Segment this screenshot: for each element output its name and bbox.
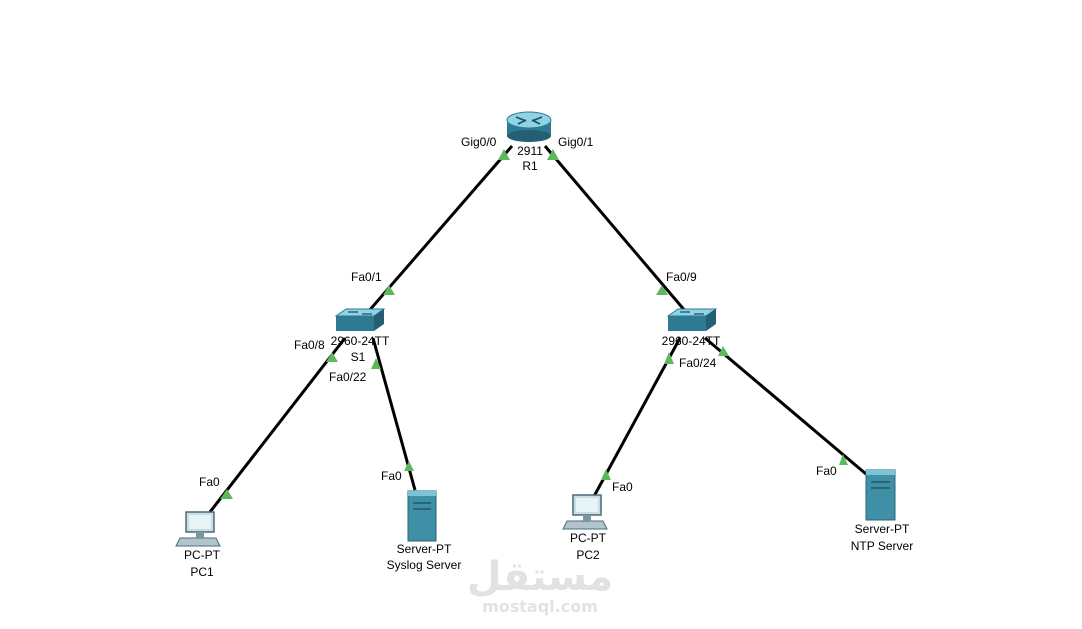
port-up-icon [718, 346, 729, 356]
link-s1-pc1[interactable] [208, 337, 347, 513]
router-r1[interactable]: 2911 R1 [506, 111, 552, 173]
switch-model: 2960-24TT [331, 334, 390, 348]
port-up-icon [404, 461, 414, 471]
pc-pc1[interactable]: PC-PT PC1 [175, 511, 221, 579]
watermark-brand: مستقل [467, 554, 613, 600]
server-icon [407, 490, 437, 542]
switch-icon [334, 308, 386, 331]
port-up-icon [547, 149, 559, 160]
router-model: 2911 [517, 144, 543, 158]
switch-model: 2960-24TT [662, 334, 721, 348]
link-r1-s2[interactable] [543, 145, 688, 313]
port-label-s1-fa0-22: Fa0/22 [329, 370, 367, 384]
router-icon [506, 111, 552, 142]
port-up-icon [656, 285, 668, 295]
pc-name: PC1 [190, 565, 214, 579]
port-label-s1-fa0-1: Fa0/1 [351, 270, 382, 284]
server-ntp[interactable]: Server-PT NTP Server [851, 469, 913, 553]
server-syslog[interactable]: Server-PT Syslog Server [387, 490, 462, 572]
server-name: NTP Server [851, 539, 913, 553]
port-label-s1-fa0-8: Fa0/8 [294, 338, 325, 352]
server-name: Syslog Server [387, 558, 462, 572]
port-up-icon [383, 285, 395, 295]
watermark: مستقل mostaql.com [467, 554, 613, 616]
port-label-ntp-fa0: Fa0 [816, 464, 837, 478]
link-s2-ntp[interactable] [704, 336, 867, 476]
port-up-icon [326, 352, 338, 362]
server-model: Server-PT [855, 522, 910, 536]
port-indicators [220, 149, 848, 499]
server-icon [865, 469, 896, 521]
switch-s1[interactable]: 2960-24TT S1 [331, 308, 390, 364]
port-up-icon [601, 469, 611, 480]
pc-icon [562, 494, 608, 530]
port-label-s2-fa0-24: Fa0/24 [679, 356, 717, 370]
port-up-icon [664, 352, 674, 364]
pc-name: PC2 [576, 548, 600, 562]
port-up-icon [220, 489, 233, 499]
router-name: R1 [522, 159, 538, 173]
port-label-syslog-fa0: Fa0 [381, 469, 402, 483]
links [208, 145, 867, 513]
pc-model: PC-PT [184, 548, 221, 562]
port-label-s2-fa0-9: Fa0/9 [666, 270, 697, 284]
port-label-r1-gig0-0: Gig0/0 [461, 135, 497, 149]
switch-s2[interactable]: 2960-24TT [662, 308, 721, 348]
pc-model: PC-PT [570, 531, 607, 545]
port-up-icon [498, 149, 510, 160]
watermark-site: mostaql.com [482, 597, 598, 616]
port-label-pc2-fa0: Fa0 [612, 480, 633, 494]
port-up-icon [839, 454, 848, 465]
pc-pc2[interactable]: PC-PT PC2 [562, 494, 608, 562]
switch-name: S1 [351, 350, 366, 364]
port-labels: Gig0/0 Gig0/1 Fa0/1 Fa0/9 Fa0/8 Fa0/22 F… [199, 135, 837, 494]
port-label-r1-gig0-1: Gig0/1 [558, 135, 594, 149]
port-up-icon [371, 358, 381, 369]
server-model: Server-PT [397, 542, 452, 556]
port-label-pc1-fa0: Fa0 [199, 475, 220, 489]
pc-icon [175, 511, 221, 547]
link-r1-s1[interactable] [366, 145, 514, 313]
switch-icon [666, 308, 718, 331]
